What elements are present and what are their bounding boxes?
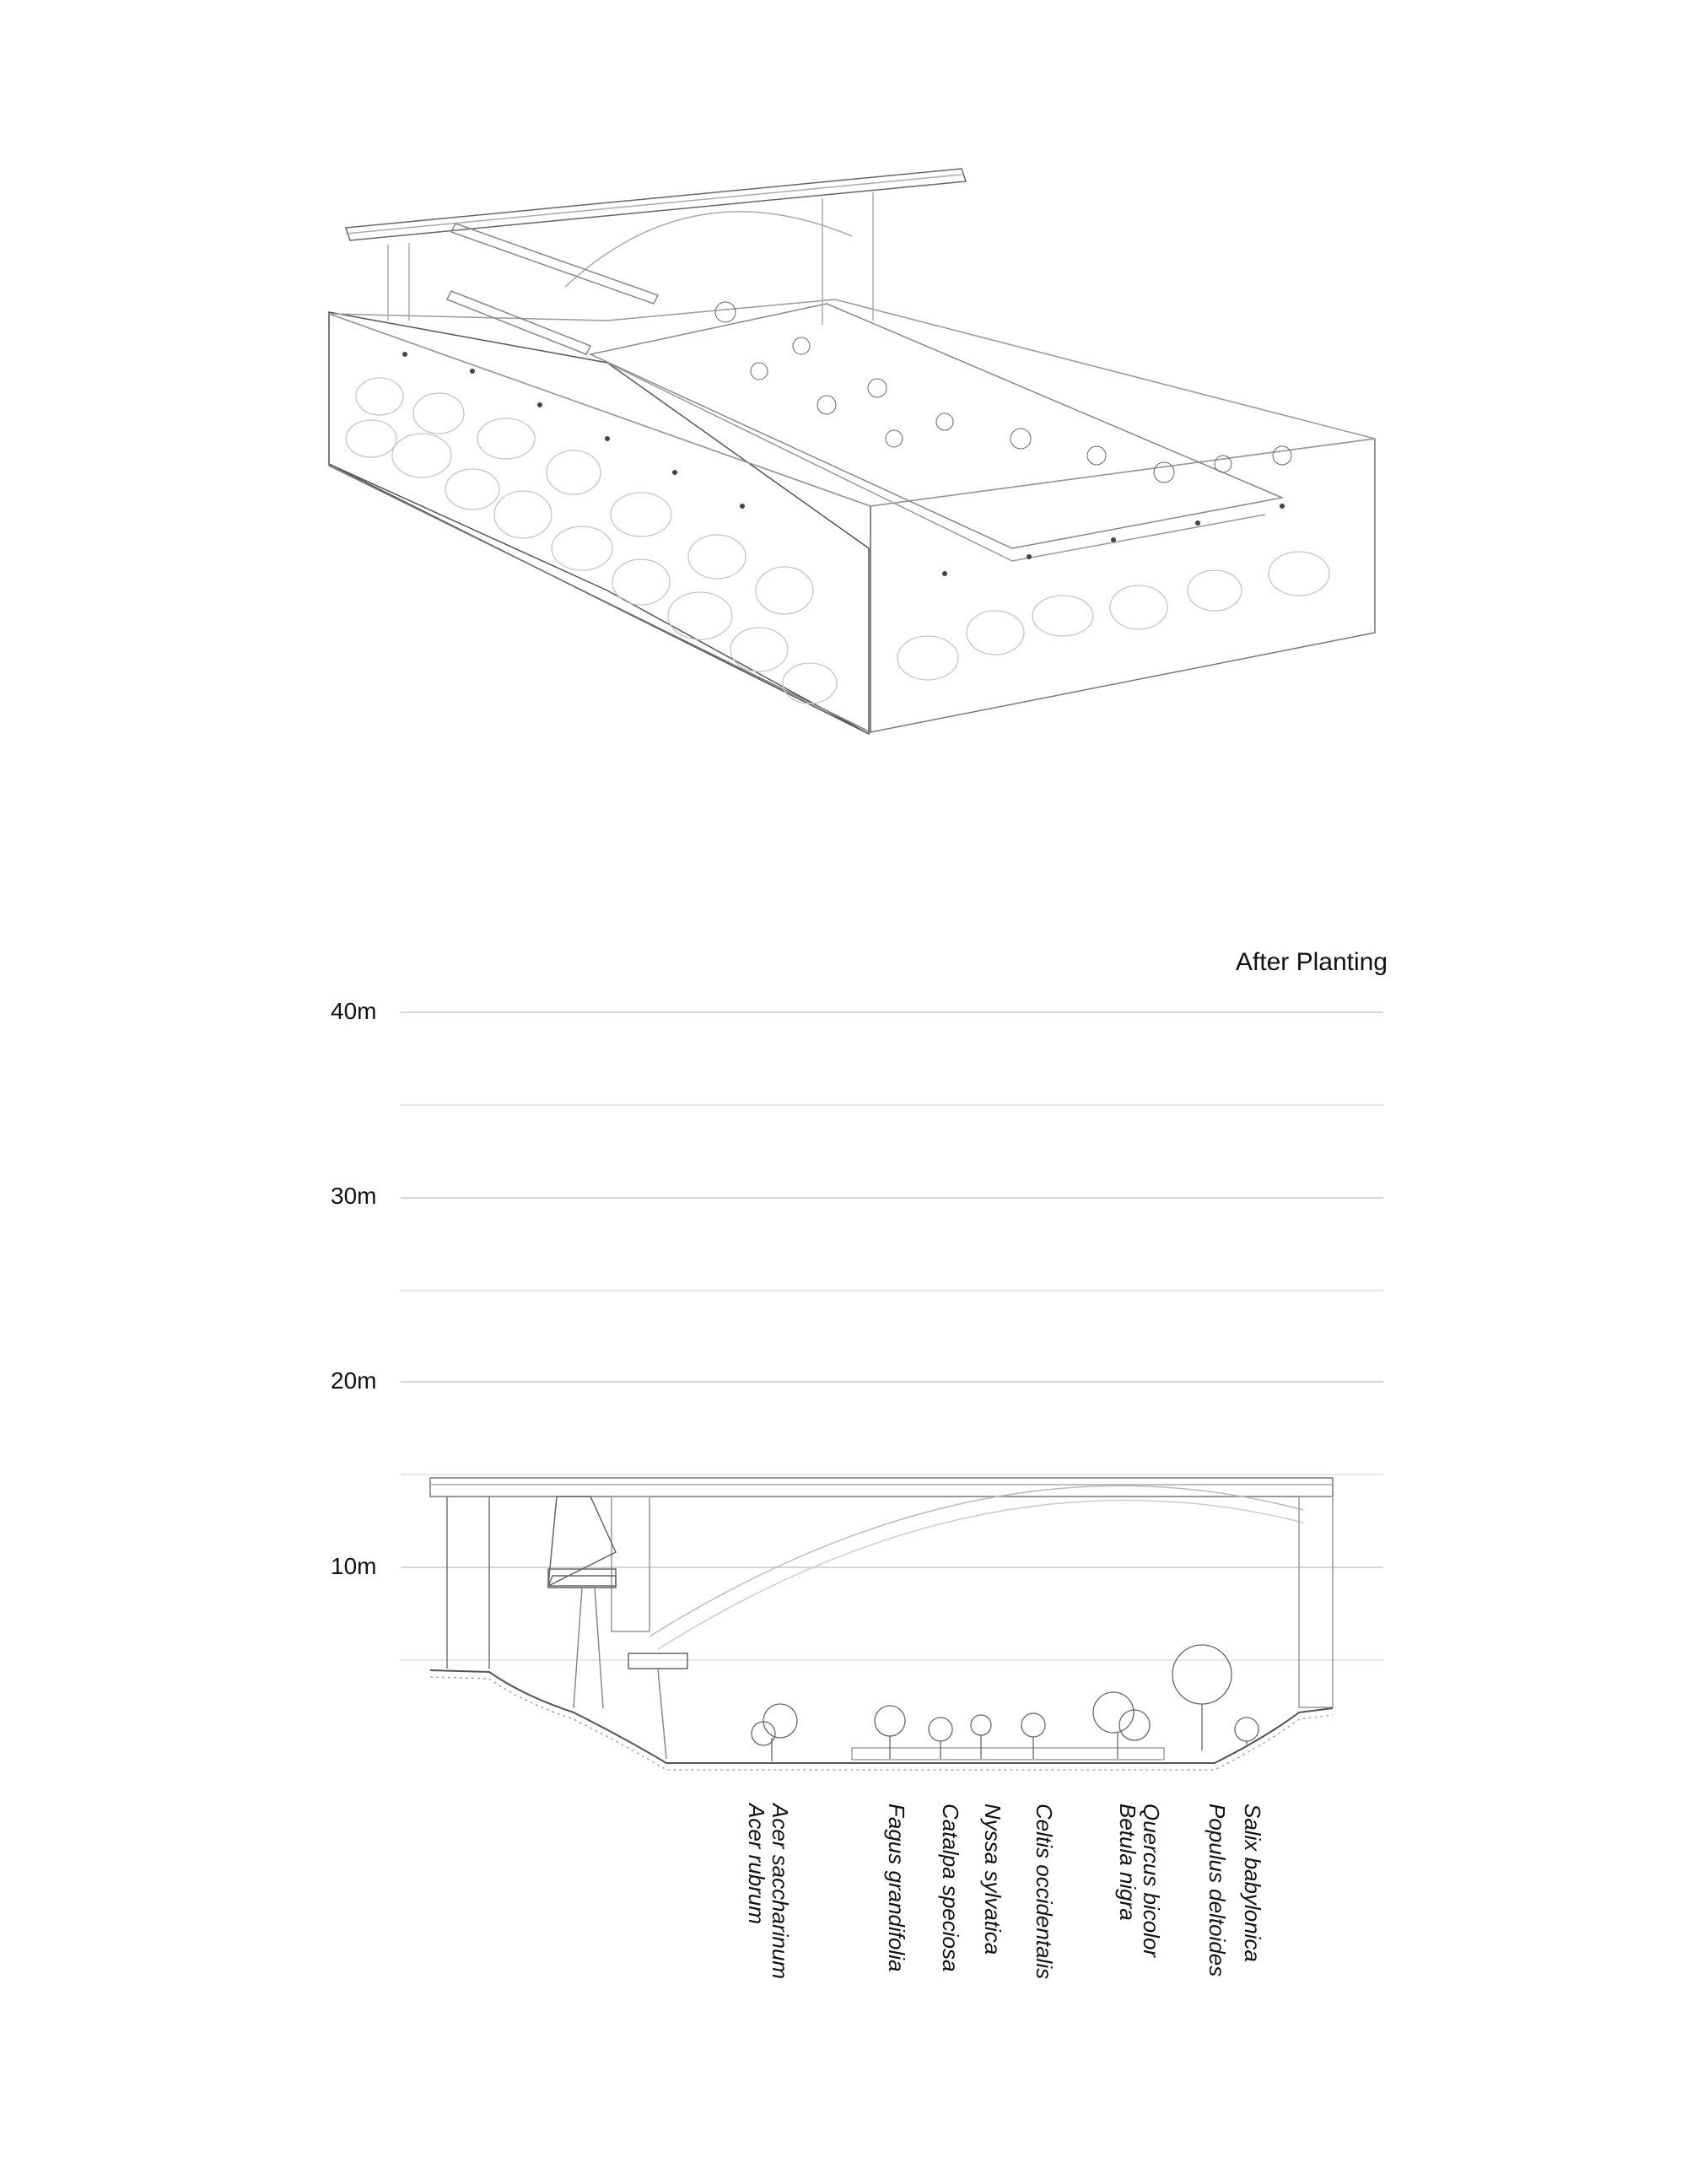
right-pier: [1298, 1496, 1334, 1708]
species-label: Populus deltoides: [1205, 1804, 1230, 1977]
species-label: Acer saccharinum: [768, 1804, 793, 1980]
terrain-front-left: [328, 312, 870, 735]
tree-salix: [1234, 1717, 1259, 1745]
ramp-upper: [450, 223, 660, 305]
species-label: Betula nigra: [1115, 1804, 1140, 1921]
terrain-top-left: [328, 311, 870, 736]
terrain-top-surface: [328, 299, 1376, 507]
bridge-section: [429, 1477, 1334, 1760]
bridge-arch-section: [649, 1485, 1304, 1637]
lower-platform: [628, 1653, 688, 1669]
height-label-20m: 20m: [331, 1367, 377, 1394]
species-label: Fagus grandifolia: [884, 1804, 909, 1972]
tree-fagus: [874, 1705, 906, 1759]
tree-populus: [1172, 1644, 1232, 1750]
river-channel: [588, 303, 1285, 549]
bridge-deck-section: [429, 1477, 1334, 1497]
axonometric-drawing: [328, 168, 1376, 736]
height-label-40m: 40m: [331, 998, 377, 1024]
tree-acer: [751, 1703, 798, 1761]
upper-platform: [547, 1496, 617, 1588]
left-pier: [611, 1496, 650, 1632]
tree-celtis: [1021, 1712, 1046, 1759]
terrain-right-face: [870, 438, 1376, 733]
ground-profile: [429, 1669, 1334, 1764]
tree-nyssa: [970, 1714, 992, 1759]
water-channel: [851, 1747, 1165, 1761]
height-label-30m: 30m: [331, 1183, 377, 1209]
species-label: Celtis occidentalis: [1032, 1804, 1057, 1980]
tree-quercus: [1092, 1691, 1151, 1759]
height-label-10m: 10m: [331, 1553, 377, 1579]
species-label: Nyssa sylvatica: [980, 1804, 1005, 1955]
species-label: Salix babylonica: [1240, 1804, 1265, 1962]
bridge-arch: [564, 211, 853, 288]
tree-catalpa: [928, 1717, 953, 1759]
species-label: Acer rubrum: [744, 1804, 769, 1925]
section-title: After Planting: [1235, 948, 1388, 976]
bridge-deck: [344, 168, 967, 241]
species-label: Catalpa speciosa: [938, 1804, 963, 1972]
section-drawing: [401, 1011, 1383, 1771]
trees: [751, 1644, 1259, 1761]
height-grid: [401, 1011, 1383, 1661]
species-label: Quercus bicolor: [1139, 1804, 1164, 1958]
ramp-lower: [445, 290, 592, 355]
